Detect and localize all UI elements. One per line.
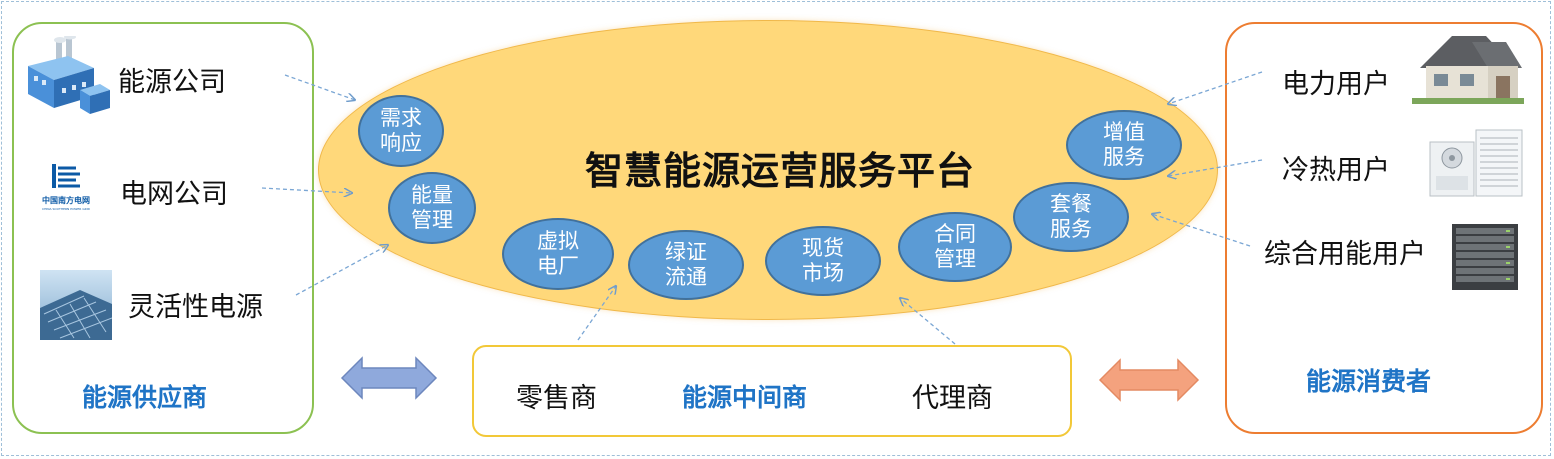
- bubble-line1: 虚拟: [537, 229, 579, 253]
- bubble-line1: 绿证: [665, 240, 707, 264]
- hvac-unit-icon: [1429, 129, 1523, 197]
- double-arrow-intermediary-consumer: [1098, 358, 1200, 402]
- service-bubble-package-service: 套餐服务: [1013, 182, 1129, 252]
- arrow-energy-company: [284, 74, 355, 100]
- bubble-line1: 现货: [802, 236, 844, 260]
- bubble-line2: 管理: [411, 208, 453, 232]
- service-bubble-value-added: 增值服务: [1066, 110, 1182, 180]
- intermediary-agent-label: 代理商: [912, 383, 993, 414]
- supplier-energy-company-label: 能源公司: [118, 67, 226, 98]
- supplier-flexible-power-label: 灵活性电源: [128, 292, 263, 323]
- arrow-grid-company: [261, 187, 352, 193]
- solar-panel-icon: [40, 270, 112, 340]
- bubble-line1: 增值: [1103, 120, 1145, 144]
- bubble-line1: 需求: [380, 106, 422, 130]
- service-bubble-spot-market: 现货市场: [765, 226, 881, 296]
- bubble-line2: 响应: [380, 131, 422, 155]
- grid-logo-subtext: CHINA SOUTHERN POWER GRID: [42, 207, 90, 211]
- bubble-line2: 服务: [1050, 217, 1092, 241]
- intermediary-panel: [472, 345, 1072, 437]
- grid-logo-mark-icon: [52, 164, 80, 188]
- arrow-power-user: [1168, 71, 1263, 104]
- arrow-integrated-user: [1152, 214, 1251, 247]
- service-bubble-energy-management: 能量管理: [388, 172, 476, 244]
- service-bubble-demand-response: 需求响应: [358, 95, 444, 167]
- intermediary-section-title: 能源中间商: [682, 383, 808, 412]
- house-icon: [1412, 36, 1524, 104]
- service-bubble-virtual-power-plant: 虚拟电厂: [502, 218, 614, 290]
- arrow-flexible-power: [295, 245, 388, 296]
- service-bubble-contract-management: 合同管理: [898, 212, 1012, 282]
- supplier-section-title: 能源供应商: [82, 383, 208, 412]
- supplier-panel: [12, 22, 314, 434]
- bubble-line2: 流通: [665, 265, 707, 289]
- arrow-retailer: [577, 286, 616, 341]
- factory-icon: [28, 36, 110, 114]
- bubble-line1: 套餐: [1050, 192, 1092, 216]
- server-rack-icon: [1452, 224, 1518, 290]
- bubble-line2: 市场: [802, 261, 844, 285]
- arrow-agent: [900, 298, 956, 345]
- double-arrow-supply-intermediary: [340, 356, 438, 400]
- bubble-line2: 服务: [1103, 145, 1145, 169]
- intermediary-retailer-label: 零售商: [516, 383, 597, 414]
- grid-logo-text: 中国南方电网: [42, 196, 90, 205]
- service-bubble-green-certificate: 绿证流通: [628, 230, 744, 300]
- consumer-integrated-user-label: 综合用能用户: [1264, 239, 1426, 270]
- bubble-line1: 能量: [411, 183, 453, 207]
- consumer-power-user-label: 电力用户: [1282, 69, 1390, 100]
- arrow-heating-cooling-user: [1168, 159, 1263, 176]
- bubble-line2: 管理: [934, 247, 976, 271]
- platform-title: 智慧能源运营服务平台: [584, 149, 975, 193]
- bubble-line1: 合同: [934, 222, 976, 246]
- consumer-heating-cooling-user-label: 冷热用户: [1282, 155, 1390, 186]
- china-southern-grid-logo: 中国南方电网 CHINA SOUTHERN POWER GRID: [30, 160, 102, 212]
- bubble-line2: 电厂: [537, 254, 579, 278]
- supplier-grid-company-label: 电网公司: [120, 179, 228, 210]
- consumer-section-title: 能源消费者: [1306, 367, 1432, 396]
